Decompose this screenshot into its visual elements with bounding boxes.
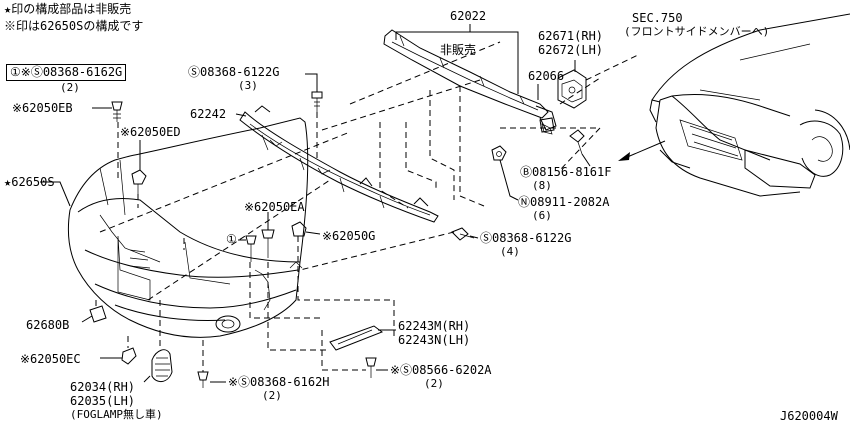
- callout-08368-6122G-bottom: Ⓢ08368-6122G: [480, 231, 572, 245]
- bracket-62680B: [89, 305, 107, 323]
- vehicle-front-view: [649, 13, 850, 197]
- screw-08368-6162H: [197, 371, 209, 388]
- callout-62022: 62022: [450, 9, 487, 23]
- callout-62243M: 62243M(RH): [398, 319, 471, 333]
- leader-lines: [40, 24, 591, 383]
- callout-08156-8161F: Ⓑ08156-8161F: [520, 165, 612, 179]
- callout-08911-2082A: Ⓝ08911-2082A: [518, 195, 610, 209]
- clip-62050G: [291, 221, 307, 237]
- screw-08368-6122G-top: [311, 91, 323, 112]
- callout-sec750: SEC.750: [632, 11, 683, 25]
- diagram-code: J620004W: [780, 409, 838, 423]
- note-component-of: ※印は62650Sの構成です: [4, 19, 144, 33]
- direction-arrow: [618, 140, 666, 161]
- callout-08156-8161F-qty: (8): [532, 179, 552, 192]
- callout-08368-6162H-qty: (2): [262, 389, 282, 402]
- callout-08368-6122G-top-qty: (3): [238, 79, 258, 92]
- callout-sec750-sub: (フロントサイドメンバーへ): [624, 25, 770, 38]
- screw-08566-6202A: [365, 357, 377, 378]
- callout-08911-2082A-qty: (6): [532, 209, 552, 222]
- callout-08368-6122G-top: Ⓢ08368-6122G: [188, 65, 280, 79]
- marker-1: ①: [226, 232, 237, 246]
- callout-62035: 62035(LH): [70, 394, 136, 408]
- bracket-62671-62672: [557, 69, 587, 109]
- callout-08368-6162G-qty: (2): [60, 81, 80, 94]
- callout-08566-6202A-qty: (2): [424, 377, 444, 390]
- callout-08368-6162G: ①※Ⓢ08368-6162G: [6, 64, 127, 81]
- bumper-fascia: [67, 117, 309, 338]
- callout-62050ED: ※62050ED: [120, 125, 181, 139]
- callout-62243N: 62243N(LH): [398, 333, 471, 347]
- note-non-sale: ★印の構成部品は非販売: [4, 2, 132, 16]
- callout-foglamp-note: (FOGLAMP無し車): [70, 408, 163, 421]
- callout-62034: 62034(RH): [70, 380, 136, 394]
- fog-lamp-cover: [151, 349, 173, 382]
- callout-62671: 62671(RH): [538, 29, 604, 43]
- callout-non-sale: 非販売: [440, 43, 477, 57]
- callout-62242: 62242: [190, 107, 227, 121]
- screw-62050EA: [261, 229, 275, 258]
- brace-62243: [329, 325, 384, 351]
- callout-62050G: ※62050G: [322, 229, 376, 243]
- callout-62672: 62672(LH): [538, 43, 604, 57]
- callout-08566-6202A: ※Ⓢ08566-6202A: [390, 363, 492, 377]
- bumper-reinforcement-62242: [239, 105, 439, 223]
- callout-08368-6122G-bottom-qty: (4): [500, 245, 520, 258]
- callout-62050EA: ※62050EA: [244, 200, 305, 214]
- clip-62050EC: [121, 347, 137, 365]
- callout-08368-6162H: ※Ⓢ08368-6162H: [228, 375, 330, 389]
- screw-08368-6122G-bottom: [451, 227, 475, 241]
- callout-62050EB: ※62050EB: [12, 101, 73, 115]
- callout-62050EC: ※62050EC: [20, 352, 81, 366]
- clip-62050ED: [131, 169, 147, 194]
- callout-62680B: 62680B: [26, 318, 70, 332]
- bumper-armature-62022: [383, 29, 557, 135]
- clip-62050EB: [111, 101, 123, 122]
- bolt-08156-8161F: [569, 129, 585, 155]
- nut-08911-2082A: [491, 145, 507, 161]
- callout-08368-6162G-code: ①※Ⓢ08368-6162G: [10, 65, 123, 79]
- callout-62066: 62066: [528, 69, 565, 83]
- screw-marker-1: [245, 235, 257, 262]
- assembly-dash-lines: [95, 41, 641, 372]
- callout-62650S: ★62650S: [4, 175, 55, 189]
